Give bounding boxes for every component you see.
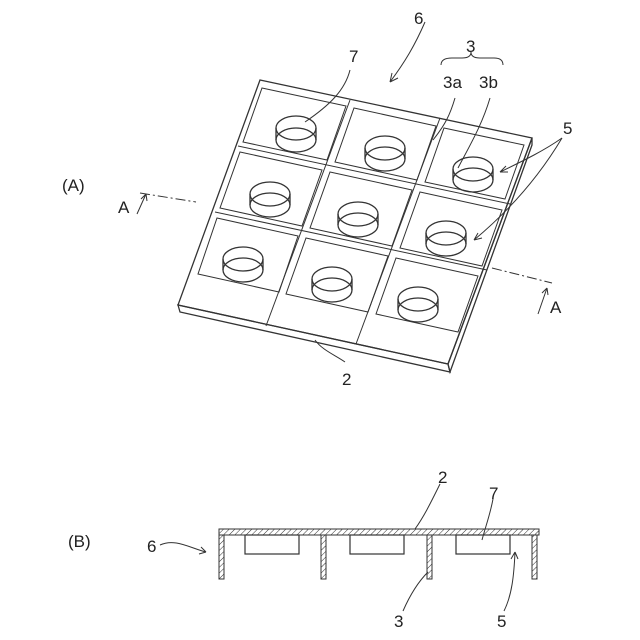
component-section-1	[245, 535, 299, 554]
label-base-a: 2	[342, 370, 351, 389]
component-6	[426, 221, 466, 256]
component-4	[250, 182, 290, 217]
label-tray-a: 6	[414, 9, 423, 28]
label-base-b: 2	[438, 468, 447, 487]
label-cell-b: 5	[497, 612, 506, 631]
section-arrow-left	[137, 194, 147, 214]
label-component-a: 7	[349, 47, 358, 66]
tray-top-rim	[178, 80, 532, 364]
cell-outlines	[198, 88, 524, 332]
figure-a	[137, 22, 562, 372]
component-1	[276, 116, 316, 152]
section-arrow-right	[538, 288, 548, 314]
panel-label-b: (B)	[68, 532, 91, 551]
panel-label-a: (A)	[62, 176, 85, 195]
leader-cell-a1	[500, 138, 562, 172]
tray-front-edge	[178, 305, 450, 372]
component-section-2	[350, 535, 404, 554]
leader-base-b	[415, 484, 440, 529]
leader-tray-b	[160, 543, 206, 554]
component-5	[338, 202, 378, 237]
label-section-left: A	[118, 198, 130, 217]
label-tray-b: 6	[147, 537, 156, 556]
label-partition-3a: 3a	[443, 73, 462, 92]
label-partition-3b: 3b	[479, 73, 498, 92]
label-partition-group: 3	[466, 37, 475, 56]
partition-wall-1	[321, 535, 326, 579]
label-cell-a: 5	[563, 119, 572, 138]
partition-row-1	[238, 146, 510, 204]
section-line-right	[492, 268, 552, 283]
section-line-left	[140, 193, 196, 202]
component-3	[453, 157, 493, 192]
label-section-right: A	[550, 298, 562, 317]
component-2	[365, 136, 405, 171]
label-partition-b: 3	[394, 612, 403, 631]
component-7	[223, 247, 263, 282]
figure-b	[160, 484, 539, 611]
component-8	[312, 267, 352, 302]
leader-cell-b	[504, 552, 518, 611]
component-9	[398, 287, 438, 322]
leader-partition-b	[403, 572, 428, 611]
label-component-b: 7	[489, 484, 498, 503]
outer-wall-right	[532, 535, 537, 579]
base-plate-section	[219, 529, 539, 535]
outer-wall-left	[219, 535, 224, 579]
leader-tray-a	[390, 22, 425, 82]
